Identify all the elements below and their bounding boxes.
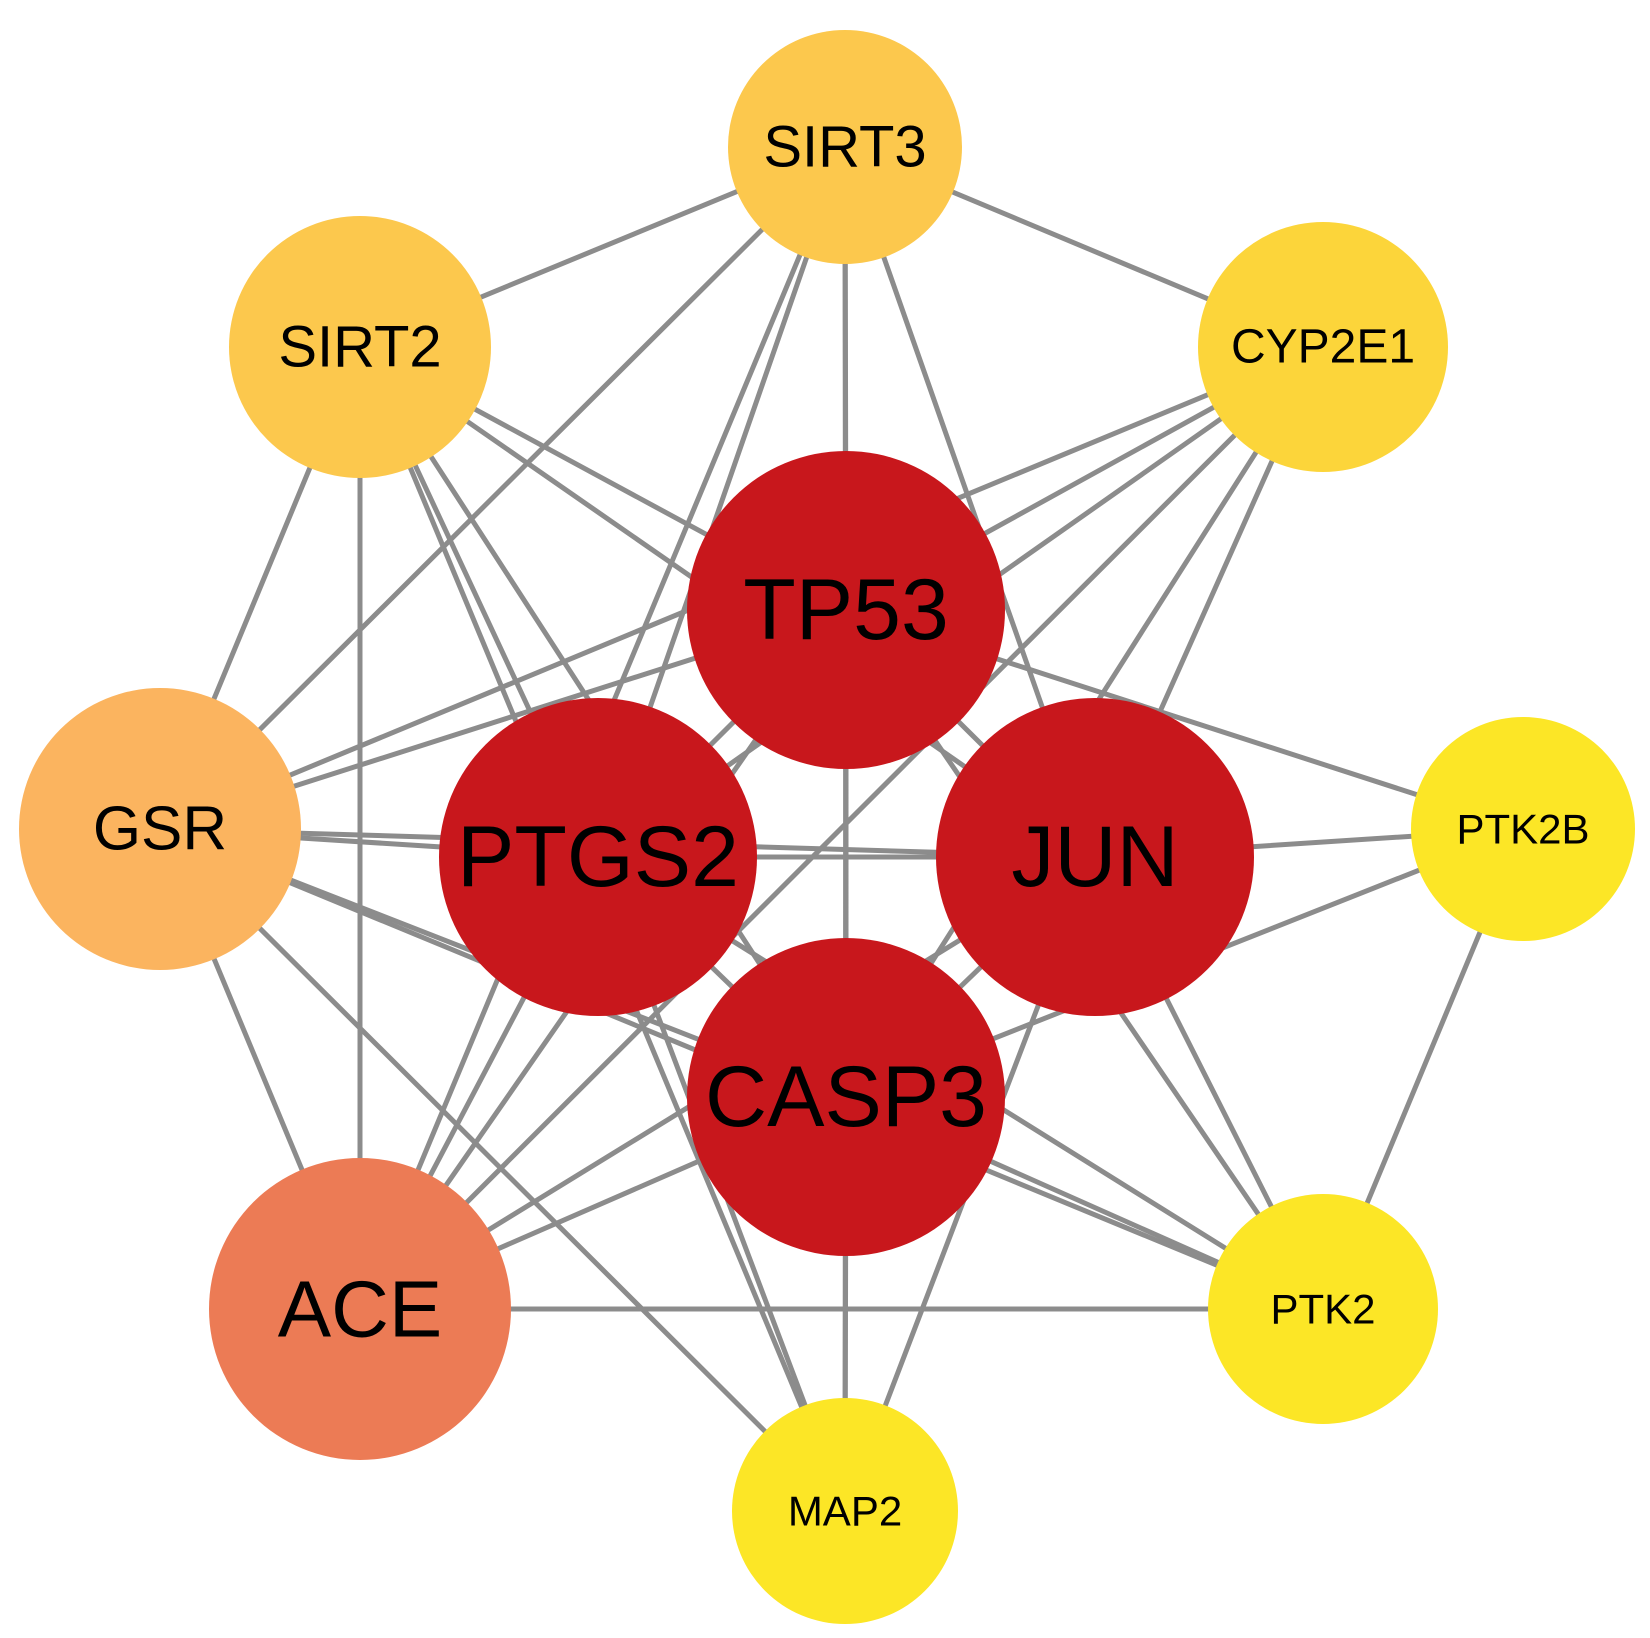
node-circle-sirt3 <box>728 30 962 264</box>
node-label-casp3: CASP3 <box>705 1049 987 1145</box>
node-ace: ACE <box>209 1158 511 1460</box>
node-label-gsr: GSR <box>93 795 227 864</box>
edge-sirt3-gsr <box>157 144 848 832</box>
edge-cyp2e1-ace <box>357 344 1326 1312</box>
node-sirt2: SIRT2 <box>229 216 491 478</box>
node-sirt3: SIRT3 <box>728 30 962 264</box>
node-jun: JUN <box>936 698 1254 1016</box>
node-label-cyp2e1: CYP2E1 <box>1231 321 1415 374</box>
node-tp53: TP53 <box>687 451 1005 769</box>
node-circle-sirt2 <box>229 216 491 478</box>
node-label-map2: MAP2 <box>788 1488 902 1535</box>
node-cyp2e1: CYP2E1 <box>1198 222 1448 472</box>
node-label-ptgs2: PTGS2 <box>457 809 739 905</box>
node-label-sirt3: SIRT3 <box>763 115 926 180</box>
node-circle-casp3 <box>687 938 1005 1256</box>
node-ptk2b: PTK2B <box>1411 717 1635 941</box>
node-label-tp53: TP53 <box>743 562 949 658</box>
node-label-sirt2: SIRT2 <box>278 315 441 380</box>
node-gsr: GSR <box>19 688 301 970</box>
node-circle-map2 <box>732 1398 958 1624</box>
node-circle-ptk2 <box>1208 1194 1438 1424</box>
node-circle-cyp2e1 <box>1198 222 1448 472</box>
node-circle-tp53 <box>687 451 1005 769</box>
node-circle-ptgs2 <box>439 698 757 1016</box>
node-label-ptk2: PTK2 <box>1270 1286 1375 1333</box>
node-ptgs2: PTGS2 <box>439 698 757 1016</box>
node-circle-ace <box>209 1158 511 1460</box>
node-casp3: CASP3 <box>687 938 1005 1256</box>
edge-gsr-map2 <box>157 826 848 1514</box>
node-circle-jun <box>936 698 1254 1016</box>
node-map2: MAP2 <box>732 1398 958 1624</box>
node-label-ace: ACE <box>278 1265 443 1354</box>
node-circle-gsr <box>19 688 301 970</box>
node-label-jun: JUN <box>1011 809 1178 905</box>
node-ptk2: PTK2 <box>1208 1194 1438 1424</box>
node-circle-ptk2b <box>1411 717 1635 941</box>
node-label-ptk2b: PTK2B <box>1456 806 1589 853</box>
